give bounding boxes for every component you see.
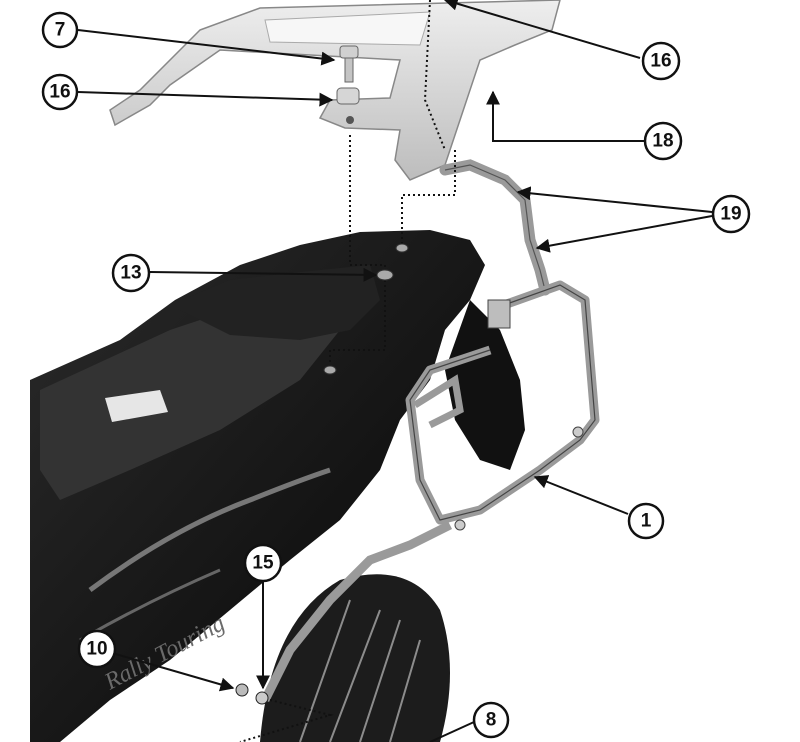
callout-15: 15 bbox=[243, 543, 283, 583]
side-pannier-frame bbox=[260, 280, 600, 703]
leader-16b bbox=[443, 0, 641, 59]
leader-18 bbox=[486, 90, 645, 142]
lower-hole bbox=[323, 365, 337, 375]
seat-bolt-hole bbox=[395, 243, 409, 253]
callout-label: 7 bbox=[55, 20, 66, 41]
callout-label: 19 bbox=[720, 204, 741, 225]
decal-stripe bbox=[88, 467, 331, 593]
frame-bolt-2 bbox=[572, 426, 584, 438]
callout-19: 19 bbox=[711, 194, 751, 234]
callout-10: 10 bbox=[77, 629, 117, 669]
rack-inner-opening bbox=[264, 11, 431, 46]
tail-grab-area bbox=[170, 265, 380, 340]
washer-10 bbox=[235, 683, 249, 697]
callout-label: 10 bbox=[86, 639, 107, 660]
leader-10 bbox=[111, 652, 235, 692]
leader-7 bbox=[77, 29, 336, 66]
callout-label: 16 bbox=[650, 51, 671, 72]
wheel-spokes bbox=[299, 599, 421, 742]
guide-rack-to-hole bbox=[401, 150, 456, 245]
callout-label: 15 bbox=[252, 553, 274, 574]
guide-rack-top bbox=[423, 0, 446, 151]
washer-13 bbox=[376, 269, 394, 281]
callout-13: 13 bbox=[111, 253, 151, 293]
bolt-head bbox=[339, 45, 359, 59]
leader-19b bbox=[535, 215, 713, 253]
license-plate bbox=[105, 390, 168, 422]
callout-label: 16 bbox=[49, 82, 70, 103]
callout-label: 1 bbox=[641, 511, 652, 532]
rear-fender bbox=[445, 300, 525, 470]
rack-body bbox=[109, 0, 561, 181]
callout-16-top: 16 bbox=[641, 41, 681, 81]
frame-clamp bbox=[487, 299, 511, 329]
spacer-16 bbox=[336, 87, 360, 105]
callout-1: 1 bbox=[627, 502, 665, 540]
callout-8: 8 bbox=[472, 701, 510, 739]
frame-outline bbox=[409, 284, 596, 521]
rack-mount-hole bbox=[346, 116, 354, 124]
callout-label: 13 bbox=[120, 263, 141, 284]
callout-16: 16 bbox=[41, 73, 79, 111]
frame-tube-lower bbox=[260, 520, 453, 703]
frame-tube-inner bbox=[413, 374, 464, 429]
leader-lines bbox=[77, 0, 713, 742]
seat-fasteners bbox=[235, 243, 409, 705]
seat-recess bbox=[40, 300, 340, 500]
callout-label: 8 bbox=[486, 710, 497, 731]
callout-label: 18 bbox=[652, 131, 673, 152]
washer-15 bbox=[255, 691, 269, 705]
leader-1 bbox=[533, 475, 629, 515]
rear-wheel bbox=[260, 300, 525, 742]
assembly-guide-lines bbox=[239, 0, 456, 742]
bolt-shaft bbox=[344, 57, 354, 83]
leader-8 bbox=[429, 721, 475, 742]
callout-18: 18 bbox=[643, 121, 683, 161]
top-rack-plate bbox=[109, 0, 561, 181]
frame-bolt bbox=[454, 519, 466, 531]
leader-13 bbox=[149, 267, 378, 282]
callout-7: 7 bbox=[41, 11, 79, 49]
leader-16a bbox=[77, 91, 334, 107]
leader-19a bbox=[516, 186, 713, 213]
bolt-and-spacer bbox=[336, 45, 360, 105]
guide-lower-bolt bbox=[239, 699, 334, 742]
